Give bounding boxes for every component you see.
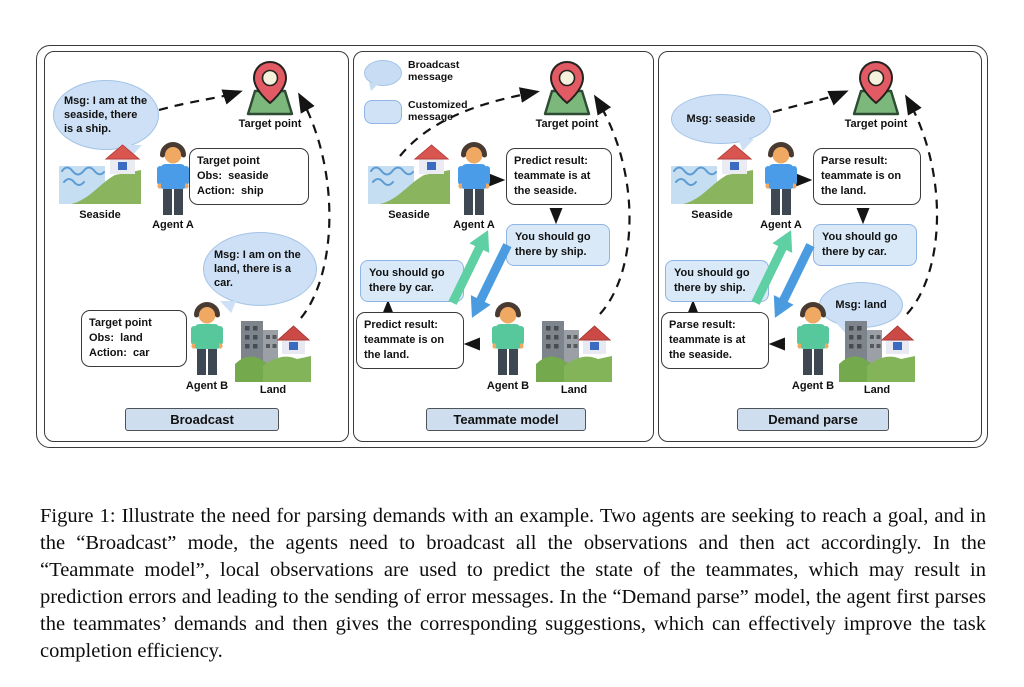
panel-title-demand-parse: Demand parse [737, 408, 889, 431]
panel-demand-parse: Msg: seaside Target point Seaside Agent … [658, 51, 982, 442]
target-point-label: Target point [535, 118, 599, 130]
land-label: Land [259, 384, 287, 396]
agent-a-label: Agent A [453, 219, 495, 231]
agent-a-icon [450, 138, 498, 218]
obs-line: Target point [197, 155, 260, 167]
agent-a-label: Agent A [152, 219, 194, 231]
obs-line: Target point [89, 317, 152, 329]
seaside-label: Seaside [691, 209, 733, 221]
dashed-path-agent-a-to-target [158, 89, 243, 112]
legend-broadcast-bubble-icon [364, 60, 402, 86]
seaside-icon [59, 142, 141, 208]
panel-broadcast: Msg: I am at the seaside, there is a shi… [44, 51, 349, 442]
legend-customized-box-icon [364, 100, 402, 124]
parse-result-box-agent-a: Parse result: teammate is on the land. [813, 148, 921, 205]
obs-line: Obs: seaside [197, 169, 269, 182]
agent-a-icon [757, 138, 805, 218]
target-point-icon [851, 60, 901, 118]
seaside-icon [671, 142, 753, 208]
bubble-text: Msg: I am at the seaside, there is a shi… [64, 94, 148, 136]
figure-caption: Figure 1: Illustrate the need for parsin… [40, 504, 986, 662]
land-label: Land [863, 384, 891, 396]
target-point-icon [245, 60, 295, 118]
customized-message-to-a: You should go there by ship. [665, 260, 769, 302]
figure-1-diagram: Msg: I am at the seaside, there is a shi… [36, 45, 988, 448]
customized-message-to-b: You should go there by ship. [506, 224, 610, 266]
observation-box-agent-b: Target point Obs: land Action: car [81, 310, 187, 367]
seaside-label: Seaside [79, 209, 121, 221]
agent-b-icon [789, 298, 837, 378]
land-icon [235, 316, 311, 382]
bubble-text: Msg: land [835, 298, 887, 311]
agent-b-icon [183, 298, 231, 378]
bubble-text: Msg: seaside [686, 112, 756, 125]
panel-title-teammate-model: Teammate model [426, 408, 586, 431]
observation-box-agent-a: Target point Obs: seaside Action: ship [189, 148, 309, 205]
land-icon [839, 316, 915, 382]
predict-result-box-agent-b: Predict result: teammate is on the land. [356, 312, 464, 369]
agent-a-label: Agent A [760, 219, 802, 231]
legend-customized-label: Customized message [408, 99, 468, 124]
broadcast-bubble-agent-a: Msg: seaside [671, 94, 771, 144]
land-label: Land [560, 384, 588, 396]
dashed-path-land-to-target [593, 94, 631, 315]
agent-b-label: Agent B [185, 380, 229, 392]
obs-line: Action: car [89, 346, 150, 359]
target-point-label: Target point [238, 118, 302, 130]
land-icon [536, 316, 612, 382]
target-point-label: Target point [844, 118, 908, 130]
broadcast-bubble-agent-a: Msg: I am at the seaside, there is a shi… [53, 80, 159, 150]
obs-line: Obs: land [89, 331, 143, 344]
parse-result-box-agent-b: Parse result: teammate is at the seaside… [661, 312, 769, 369]
dashed-path-land-to-target [905, 94, 939, 315]
bubble-text: Msg: I am on the land, there is a car. [214, 248, 301, 290]
obs-line: Action: ship [197, 184, 264, 197]
panel-teammate-model: Broadcast message Customized message Tar… [353, 51, 654, 442]
legend-broadcast-label: Broadcast message [408, 59, 460, 84]
target-point-icon [542, 60, 592, 118]
predict-result-box-agent-a: Predict result: teammate is at the seasi… [506, 148, 612, 205]
seaside-icon [368, 142, 450, 208]
broadcast-bubble-agent-b: Msg: land [819, 282, 903, 328]
agent-b-label: Agent B [486, 380, 530, 392]
customized-message-to-b: You should go there by car. [813, 224, 917, 266]
agent-b-label: Agent B [791, 380, 835, 392]
seaside-label: Seaside [388, 209, 430, 221]
panel-title-broadcast: Broadcast [125, 408, 279, 431]
agent-b-icon [484, 298, 532, 378]
dashed-path-agent-a-to-target [772, 90, 849, 114]
broadcast-bubble-agent-b: Msg: I am on the land, there is a car. [203, 232, 317, 306]
